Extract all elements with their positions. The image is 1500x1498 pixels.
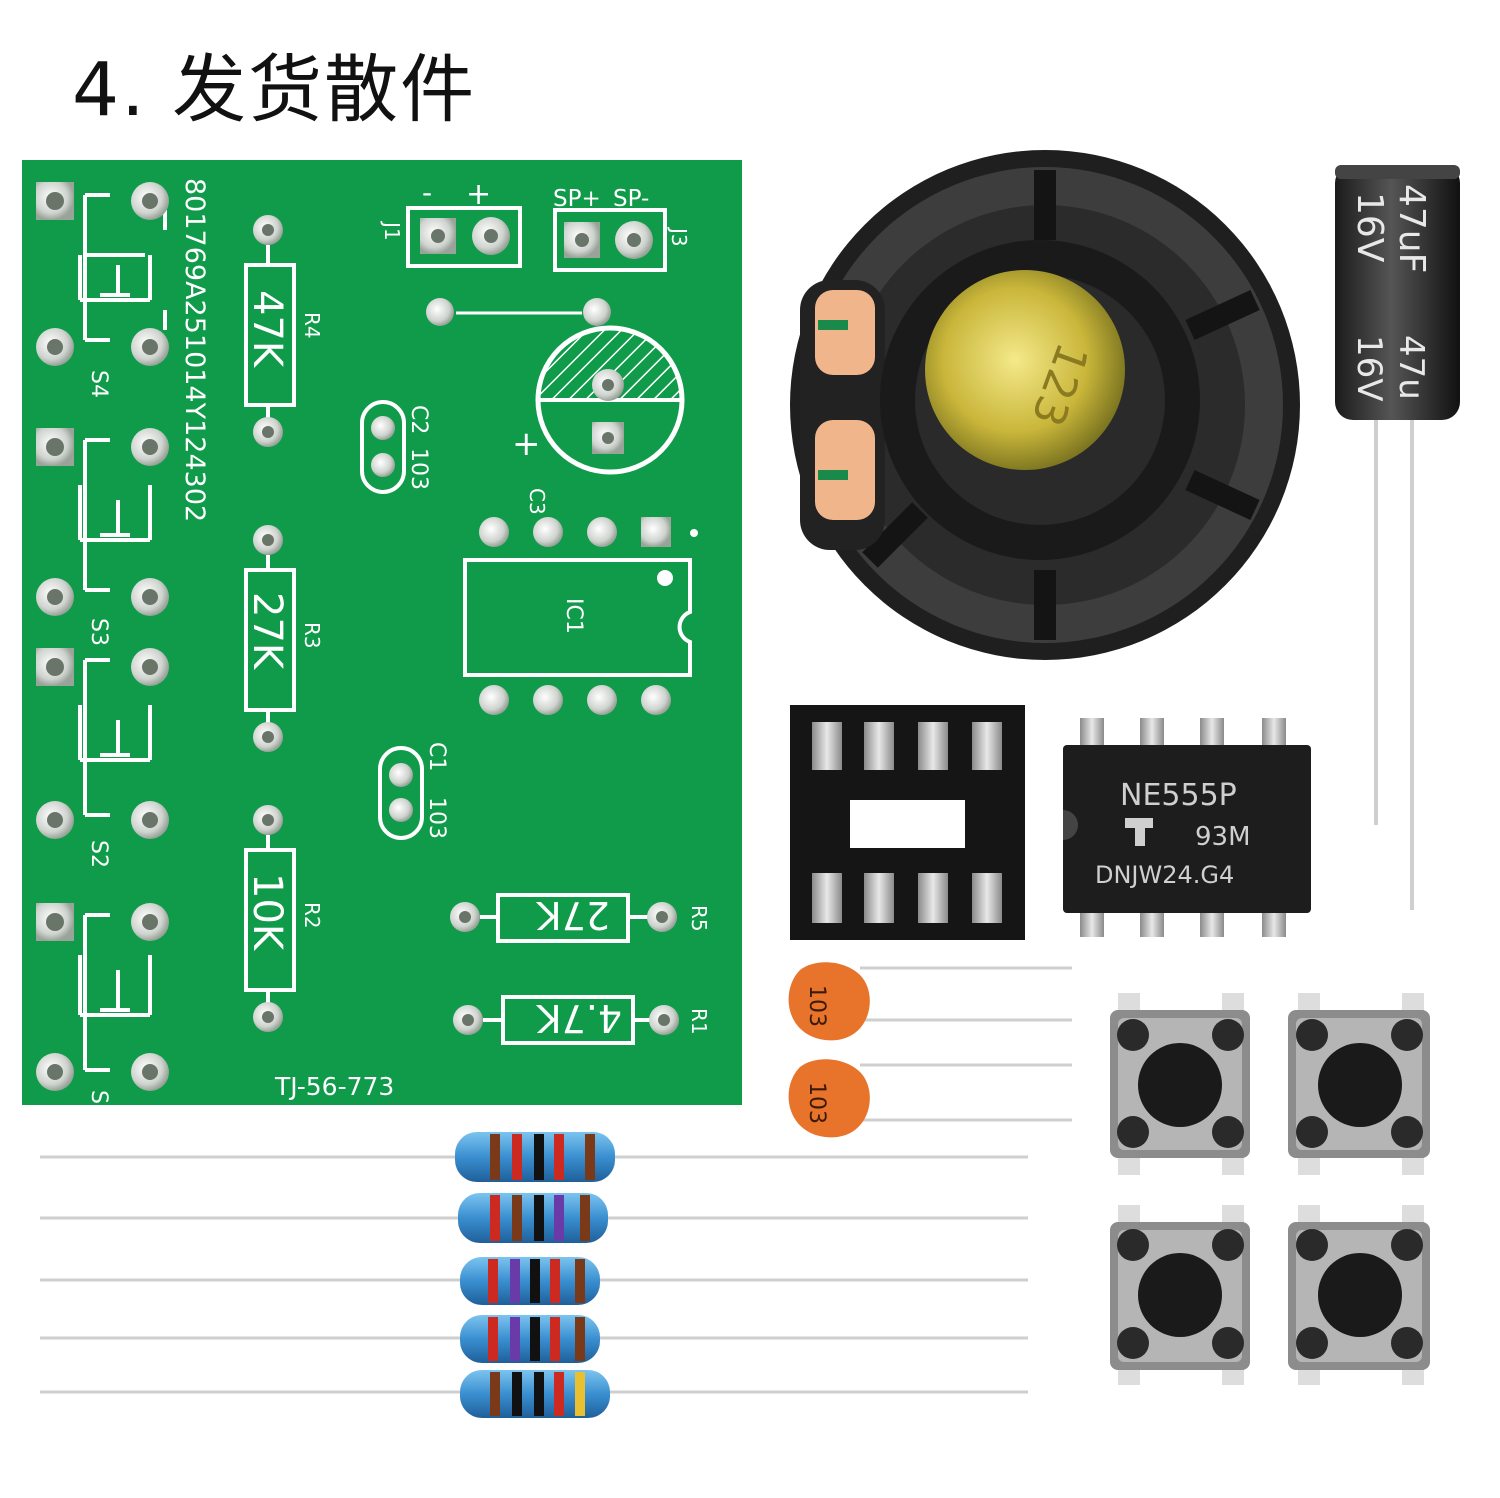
speaker: 123 [790,150,1300,660]
c1-ref: C1 [424,742,449,771]
r3-value: 27K [244,592,290,671]
ecap-voltage: 16V [1349,192,1390,263]
r5-ref: R5 [687,905,711,932]
ceramic-capacitors: 103 103 [788,962,1072,1138]
ecap-voltage-2: 16V [1349,335,1389,402]
pcb-board-id: TJ-56-773 [274,1072,394,1101]
tact-switch-4 [1288,1205,1430,1385]
switch-footprints [78,193,167,1072]
resistor-footprints-vertical [244,215,296,1032]
r4-ref: R4 [300,312,324,339]
r2-value: 10K [244,873,290,952]
c2-value: 103 [406,448,431,490]
j3-connector [553,208,667,272]
chip-lot-code: DNJW24.G4 [1095,861,1234,889]
c3-footprint [426,298,685,475]
j1-pin-plus: + [466,177,491,212]
c3-ref: C3 [525,488,549,515]
switch-label-s4: S4 [86,370,111,398]
c1-footprint [378,746,424,840]
r4-value: 47K [244,290,290,369]
switch-label-s3: S3 [86,618,111,646]
loose-resistors [40,1132,1028,1418]
c1-value: 103 [424,797,449,839]
r1-ref: R1 [687,1008,711,1035]
resistor-footprints-horizontal [450,893,679,1045]
ti-logo-icon [1125,818,1153,846]
j3-ref: J3 [667,226,691,247]
ne555-chip: NE555P 93M DNJW24.G4 [1063,718,1311,937]
j1-pin-minus: - [422,176,432,209]
r3-ref: R3 [300,622,324,649]
ic1-footprint [463,517,698,715]
ecap-capacitance: 47uF [1391,184,1432,273]
pcb-board: S4 S3 S2 S 801769A251014Y124302 47K R4 2… [22,160,742,1105]
page-title: 4. 发货散件 [72,47,477,133]
j3-pin-sp-minus: SP- [613,186,649,212]
switch-label-s2: S2 [86,840,111,868]
switch-pads [36,182,169,1091]
ic1-ref: IC1 [561,598,586,634]
c2-ref: C2 [406,405,431,434]
c2-footprint [360,400,406,494]
chip-date-code: 93M [1195,822,1251,852]
j1-ref: J1 [380,220,404,241]
ceramic-cap-2-label: 103 [804,1082,829,1124]
ceramic-cap-1-label: 103 [804,985,829,1027]
tact-switch-3 [1110,1205,1250,1385]
ic-socket [790,705,1025,940]
pcb-serial: 801769A251014Y124302 [179,178,210,522]
tact-switches [1110,993,1430,1385]
ecap-capacitance-2: 47u [1391,335,1431,400]
r1-value: 4.7K [536,996,622,1040]
j3-pin-sp-plus: SP+ [553,186,601,212]
electrolytic-capacitor: 16V 47uF 16V 47u [1335,165,1460,910]
chip-part-number: NE555P [1120,778,1237,813]
switch-label-s: S [86,1090,111,1104]
c3-polarity: + [512,424,541,464]
tact-switch-2 [1288,993,1430,1175]
r2-ref: R2 [300,902,324,929]
r5-value: 27K [536,893,610,937]
j1-connector [406,206,522,268]
tact-switch-1 [1110,993,1250,1175]
